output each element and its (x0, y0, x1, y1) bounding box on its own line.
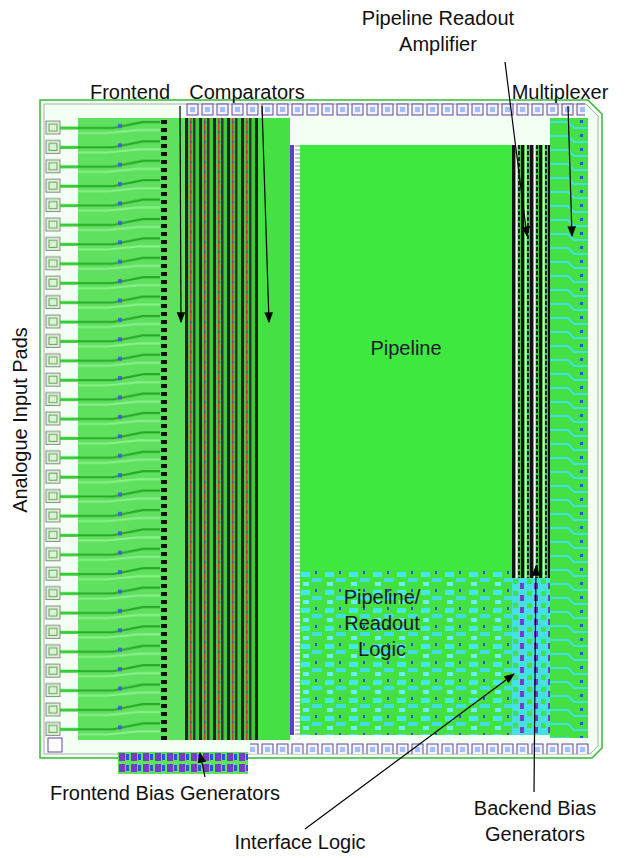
comparator-area (258, 118, 290, 740)
backend-bias-area (512, 578, 550, 735)
input-pads (44, 118, 78, 738)
frontend-bias-area (118, 752, 248, 774)
leader-line (568, 106, 572, 236)
part-label: Pipeline Readout Amplifier (351, 5, 526, 57)
pipeline-block: Pipeline (300, 145, 512, 570)
leader-line (534, 566, 536, 792)
part-label: Frontend (70, 79, 190, 105)
logic-block: Pipeline/ Readout Logic (300, 570, 512, 735)
leader-lines (180, 62, 572, 829)
leader-line (262, 106, 269, 322)
region-label: Pipeline/ Readout Logic (330, 584, 434, 662)
readout-amplifier-area (512, 145, 550, 578)
multiplexer-area (550, 118, 588, 738)
die-outline (40, 100, 602, 758)
logic-area (300, 570, 512, 735)
part-label: Multiplexer (495, 79, 625, 105)
leader-line (200, 753, 205, 777)
part-label: Interface Logic (220, 829, 380, 855)
part-label: Backend Bias Generators (468, 795, 603, 847)
bottom-pads (250, 740, 590, 754)
frontend-column (160, 118, 168, 740)
region-label: Pipeline (300, 335, 512, 361)
frontend-area (168, 118, 185, 740)
corner-mark (48, 738, 62, 752)
top-pads (185, 102, 585, 118)
chip-die (40, 100, 602, 774)
part-label: Analogue Input Pads (7, 290, 33, 550)
part-label: Comparators (177, 79, 317, 105)
comparator-area (185, 118, 258, 740)
part-label: Frontend Bias Generators (35, 780, 295, 806)
leader-line (180, 106, 181, 322)
bus-line (290, 145, 294, 735)
seal-ring (44, 104, 598, 754)
frontend-area (78, 118, 162, 740)
